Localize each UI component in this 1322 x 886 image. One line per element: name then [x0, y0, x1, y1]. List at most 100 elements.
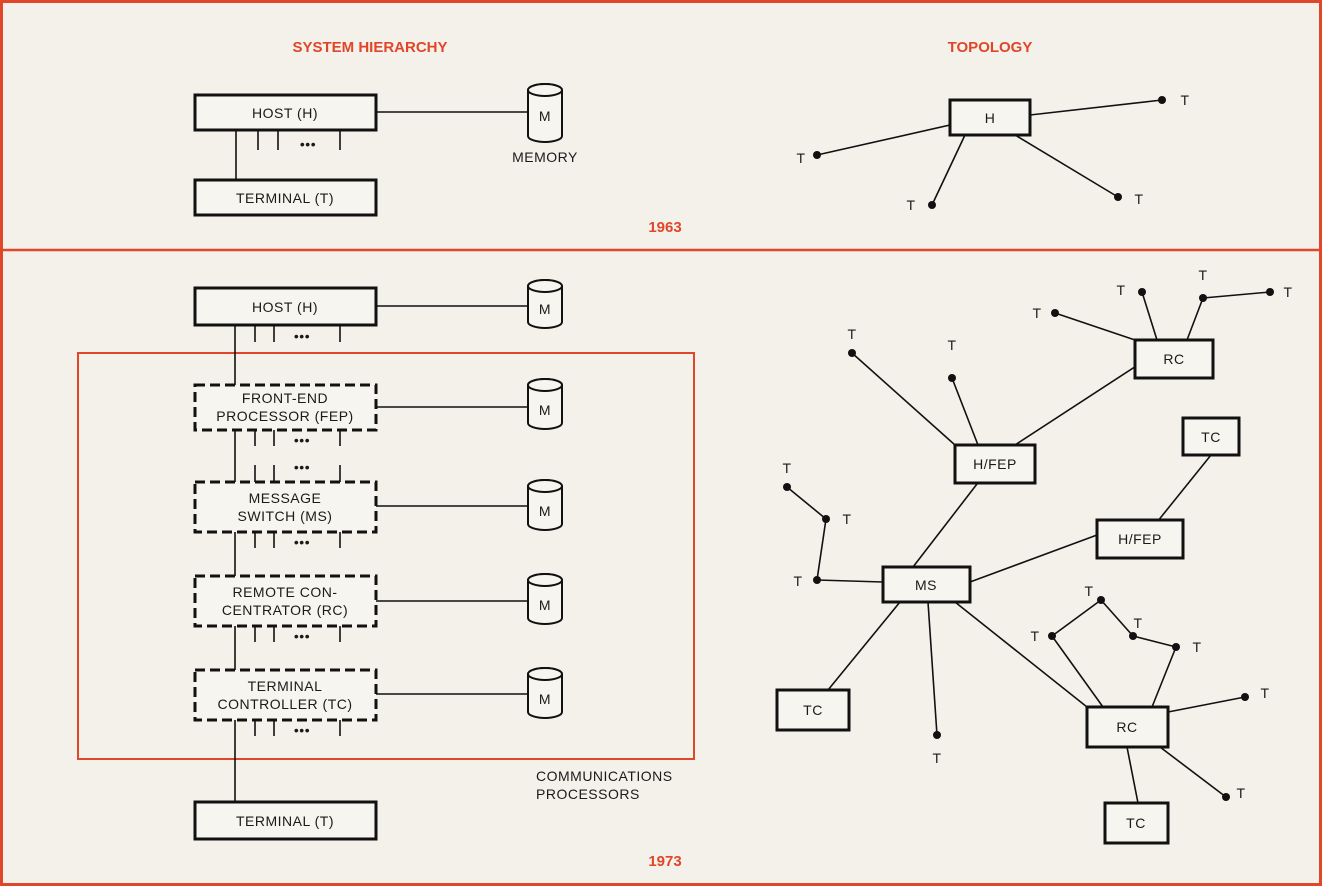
terminal-node: T [1084, 583, 1105, 604]
terminal-node: T [1241, 685, 1269, 701]
port-ellipsis: ••• [294, 432, 310, 448]
year-1973-label: 1973 [648, 853, 681, 870]
hfep-node-label: H/FEP [973, 456, 1017, 472]
terminal-node-1963: T [796, 150, 821, 166]
year-1963-label: 1963 [648, 219, 681, 236]
tc-node-top-right: TC [1181, 416, 1241, 457]
terminal-node: T [1222, 785, 1245, 801]
memory-cylinder-fep: M [527, 378, 563, 430]
memory-symbol: M [539, 597, 551, 613]
terminal-label-1963: TERMINAL (T) [236, 190, 334, 206]
terminal-node: T [1198, 267, 1207, 302]
terminal-label: T [1180, 92, 1189, 108]
topology-1973: MS H/FEP H/FEP RC RC TC TC TC [775, 267, 1292, 845]
communications-processors-boundary [77, 352, 695, 760]
terminal-label: T [1260, 685, 1269, 701]
comm-processors-label-line2: PROCESSORS [536, 786, 640, 802]
memory-cylinder-rc: M [527, 573, 563, 625]
terminal-node: T [1172, 639, 1201, 655]
host-block-1963: HOST (H) [193, 93, 378, 132]
rc-label-line2: CENTRATOR (RC) [222, 602, 348, 618]
port-ellipsis: ••• [294, 534, 310, 550]
topology-header: TOPOLOGY [948, 39, 1033, 56]
terminal-node-1963: T [1114, 191, 1143, 207]
tc-node-label: TC [1201, 429, 1221, 445]
ms-node-label: MS [915, 577, 937, 593]
terminal-label: T [1133, 615, 1142, 631]
terminal-label: T [1192, 639, 1201, 655]
host-block-1973: HOST (H) [193, 286, 378, 327]
terminal-label: T [847, 326, 856, 342]
host-label-1973: HOST (H) [252, 299, 318, 315]
terminal-label-1973: TERMINAL (T) [236, 813, 334, 829]
memory-cylinder-1963: M [527, 83, 563, 143]
memory-symbol: M [539, 503, 551, 519]
memory-cylinder-tc: M [527, 667, 563, 719]
topology-1963: H T T T T [796, 92, 1189, 213]
hub-label-1963: H [985, 110, 996, 126]
terminal-node: T [782, 460, 791, 491]
rc-block: REMOTE CON- CENTRATOR (RC) [193, 574, 378, 628]
port-stubs-1973: ••• ••• ••• ••• ••• ••• [254, 325, 341, 738]
tc-node-bottom: TC [1103, 801, 1170, 845]
terminal-node: T [822, 511, 851, 527]
rc-label-line1: REMOTE CON- [232, 584, 337, 600]
hfep-node-label: H/FEP [1118, 531, 1162, 547]
tc-block: TERMINAL CONTROLLER (TC) [193, 668, 378, 722]
tc-node-label: TC [803, 702, 823, 718]
rc-node-label: RC [1163, 351, 1184, 367]
memory-symbol: M [539, 301, 551, 317]
terminal-block-1973: TERMINAL (T) [193, 800, 378, 841]
fep-label-line1: FRONT-END [242, 390, 328, 406]
terminal-node: T [1129, 615, 1142, 640]
tc-label-line2: CONTROLLER (TC) [217, 696, 352, 712]
terminal-node: T [1266, 284, 1292, 300]
fep-block: FRONT-END PROCESSOR (FEP) [193, 383, 378, 432]
port-ellipsis: ••• [294, 328, 310, 344]
terminal-label: T [793, 573, 802, 589]
ms-label-line1: MESSAGE [249, 490, 322, 506]
hierarchy-1963: HOST (H) ••• TERMINAL (T) M MEMORY [193, 83, 578, 217]
terminal-label: T [782, 460, 791, 476]
ms-label-line2: SWITCH (MS) [238, 508, 333, 524]
host-ports-ellipsis-1963: ••• [300, 136, 316, 152]
tc-node-label: TC [1126, 815, 1146, 831]
hfep-node-right: H/FEP [1095, 518, 1185, 560]
tc-label-line1: TERMINAL [248, 678, 323, 694]
terminal-node-1963: T [1158, 92, 1189, 108]
hub-node-1963: H [948, 98, 1032, 137]
memory-cylinder-ms: M [527, 479, 563, 531]
terminal-node: T [793, 573, 821, 589]
tc-node-left: TC [775, 688, 851, 732]
terminal-node: T [847, 326, 856, 357]
terminal-label: T [796, 150, 805, 166]
rc-node-lower: RC [1085, 705, 1170, 749]
terminal-node: T [1030, 628, 1056, 644]
ms-node: MS [881, 565, 972, 604]
memory-symbol: M [539, 402, 551, 418]
fep-label-line2: PROCESSOR (FEP) [216, 408, 353, 424]
terminal-label: T [947, 337, 956, 353]
hierarchy-1973: HOST (H) FRONT-END PROCESSOR (FEP) MESSA… [77, 279, 695, 841]
terminal-label: T [906, 197, 915, 213]
ms-block: MESSAGE SWITCH (MS) [193, 480, 378, 534]
terminal-label: T [1198, 267, 1207, 283]
port-ellipsis: ••• [294, 722, 310, 738]
memory-symbol-1963: M [539, 108, 551, 124]
terminal-node-1963: T [906, 197, 936, 213]
host-ports-1963: ••• [257, 130, 341, 152]
terminal-block-1963: TERMINAL (T) [193, 178, 378, 217]
terminal-label: T [1134, 191, 1143, 207]
hierarchy-header: SYSTEM HIERARCHY [292, 39, 447, 56]
memory-symbol: M [539, 691, 551, 707]
terminal-label: T [1032, 305, 1041, 321]
host-label-1963: HOST (H) [252, 105, 318, 121]
rc-node-label: RC [1116, 719, 1137, 735]
terminal-label: T [1116, 282, 1125, 298]
port-ellipsis: ••• [294, 628, 310, 644]
rc-node-upper: RC [1133, 338, 1215, 380]
terminal-label: T [1283, 284, 1292, 300]
terminal-label: T [1030, 628, 1039, 644]
